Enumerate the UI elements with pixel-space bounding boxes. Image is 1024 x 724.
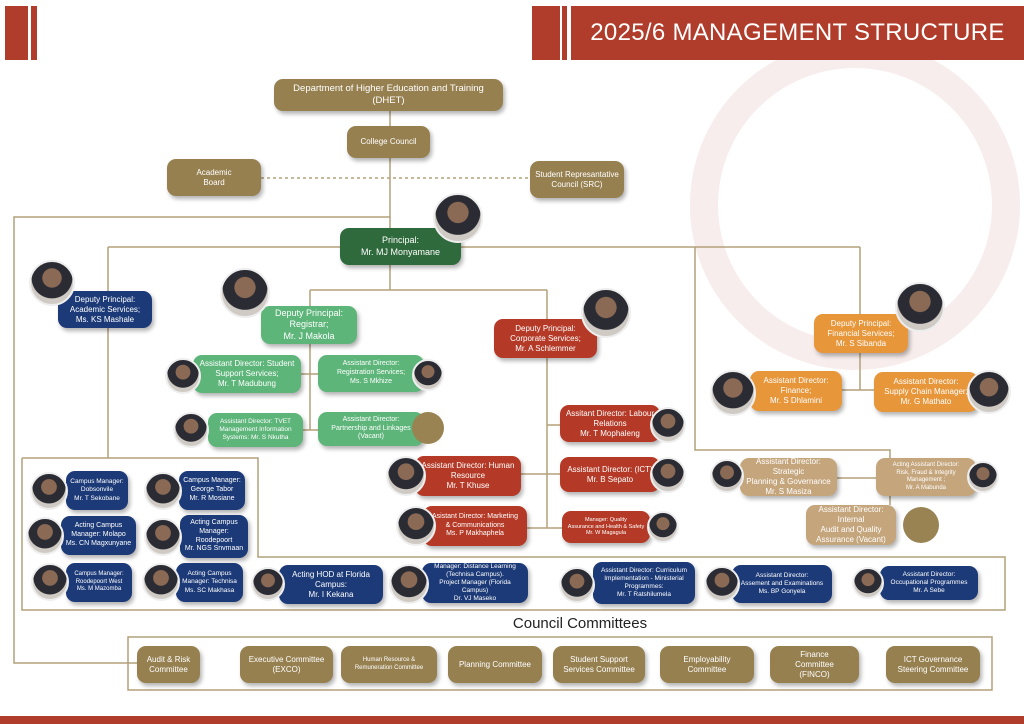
person-photo <box>31 563 69 601</box>
person-photo <box>26 517 64 555</box>
node-dhet[interactable]: Department of Higher Education and Train… <box>274 79 503 111</box>
person-photo <box>559 567 595 603</box>
node-marketing[interactable]: Asistant Director: Marketing & Communica… <box>423 506 527 546</box>
person-photo <box>144 518 182 556</box>
deputy-financial-photo <box>895 282 945 332</box>
person-photo <box>650 407 686 443</box>
node-academic-board[interactable]: Academic Board <box>167 159 261 196</box>
committee-hr-remuneration[interactable]: Human Resource & Remuneration Committee <box>341 646 437 683</box>
node-human-resource[interactable]: Assistant Director: Human Resource Mr. T… <box>415 456 521 496</box>
deputy-registrar-photo <box>220 268 270 318</box>
header-decor-bar <box>31 6 37 60</box>
node-florida-hod[interactable]: Acting HOD at Florida Campus: Mr. I Keka… <box>279 565 383 604</box>
node-campus-dobsonvile[interactable]: Campus Manager: Dobsonvile Mr. T Sekoban… <box>66 471 128 510</box>
person-photo <box>967 370 1011 414</box>
footer-bar <box>0 716 1024 724</box>
node-student-support[interactable]: Assistant Director: Student Support Serv… <box>193 355 301 393</box>
node-campus-technisa[interactable]: Acting Campus Manager: Technisa Ms. SC M… <box>176 563 243 602</box>
deputy-academic-photo <box>29 260 75 306</box>
node-registration-services[interactable]: Assistant Director: Registration Service… <box>318 355 424 392</box>
node-deputy-academic[interactable]: Deputy Principal: Academic Services; Ms.… <box>58 291 152 328</box>
node-campus-roodepoort-west[interactable]: Campus Manager: Roodepoort West Ms. M Ma… <box>66 563 132 602</box>
person-photo <box>412 359 444 391</box>
node-deputy-registrar[interactable]: Deputy Principal: Registrar; Mr. J Makol… <box>261 306 357 344</box>
node-curriculum[interactable]: Assistant Director: Curriculum Implement… <box>593 562 695 604</box>
node-college-council[interactable]: College Council <box>347 126 430 158</box>
person-photo <box>30 472 68 510</box>
vacant-placeholder <box>903 507 939 543</box>
node-internal-audit[interactable]: Assistant Director: Internal Audit and Q… <box>806 505 896 545</box>
header-decor-bar <box>5 6 28 60</box>
node-deputy-financial[interactable]: Deputy Principal: Financial Services; Mr… <box>814 314 908 353</box>
node-supply-chain[interactable]: Assistant Director: Supply Chain Manager… <box>874 372 978 412</box>
node-campus-roodepoort[interactable]: Acting Campus Manager: Roodepoort Mr. NG… <box>180 515 248 558</box>
person-photo <box>386 456 426 496</box>
node-campus-george-tabor[interactable]: Campus Manager: George Tabor Mr. R Mosia… <box>179 471 245 510</box>
council-committees-title: Council Committees <box>512 615 648 632</box>
node-finance[interactable]: Assistant Director: Finance; Mr. S Dhlam… <box>750 371 842 411</box>
header-decor-bar <box>562 6 567 60</box>
person-photo <box>650 457 686 493</box>
node-strategic-planning[interactable]: Assistant Director: Strategic Planning &… <box>740 457 837 496</box>
person-photo <box>389 564 429 604</box>
vacant-placeholder <box>412 412 444 444</box>
node-quality-assurance[interactable]: Manager: Quality Assurance and Health & … <box>562 511 650 543</box>
person-photo <box>144 472 182 510</box>
node-deputy-corporate[interactable]: Deputy Principal: Corporate Services; Mr… <box>494 319 597 358</box>
committee-finco[interactable]: Finance Committee (FINCO) <box>770 646 859 683</box>
person-photo <box>142 563 180 601</box>
person-photo <box>647 511 679 543</box>
committee-employability[interactable]: Employability Committee <box>660 646 754 683</box>
node-campus-molapo[interactable]: Acting Campus Manager: Molapo Ms. CN Mag… <box>61 516 136 555</box>
header-decor-bar <box>532 6 560 60</box>
node-occupational[interactable]: Assistant Director: Occupational Program… <box>880 566 978 600</box>
principal-photo <box>433 193 483 243</box>
node-src[interactable]: Student Represantative Council (SRC) <box>530 161 624 198</box>
node-tvet-mis[interactable]: Assistant Director: TVET Management Info… <box>208 413 303 447</box>
person-photo <box>967 461 999 493</box>
committee-ict-governance[interactable]: ICT Governance Steering Committee <box>886 646 980 683</box>
person-photo <box>396 506 436 546</box>
person-photo <box>852 567 884 599</box>
committee-planning[interactable]: Planning Committee <box>448 646 542 683</box>
person-photo <box>173 412 209 448</box>
node-partnership-linkages[interactable]: Assistant Director: Partnership and Link… <box>318 412 424 446</box>
person-photo <box>710 370 756 416</box>
deputy-corporate-photo <box>581 288 631 338</box>
node-risk-fraud[interactable]: Acting Assistant Director: Risk, Fraud &… <box>876 458 976 496</box>
node-assessment-exams[interactable]: Assistant Director: Assement and Examina… <box>732 565 832 603</box>
node-distance-learning[interactable]: Manager: Distance Learning (Technisa Cam… <box>422 563 528 603</box>
node-labour-relations[interactable]: Assitant Director: Labour Relations Mr. … <box>560 405 660 442</box>
node-ict[interactable]: Assistant Director: (ICT) Mr. B Sepato <box>560 457 660 492</box>
page-title: 2025/6 MANAGEMENT STRUCTURE <box>571 6 1024 60</box>
person-photo <box>704 566 740 602</box>
person-photo <box>165 358 201 394</box>
committee-exco[interactable]: Executive Committee (EXCO) <box>240 646 333 683</box>
committee-audit-risk[interactable]: Audit & Risk Committee <box>137 646 200 683</box>
person-photo <box>710 459 744 493</box>
committee-student-support[interactable]: Student Support Services Committee <box>553 646 645 683</box>
person-photo <box>251 567 285 601</box>
